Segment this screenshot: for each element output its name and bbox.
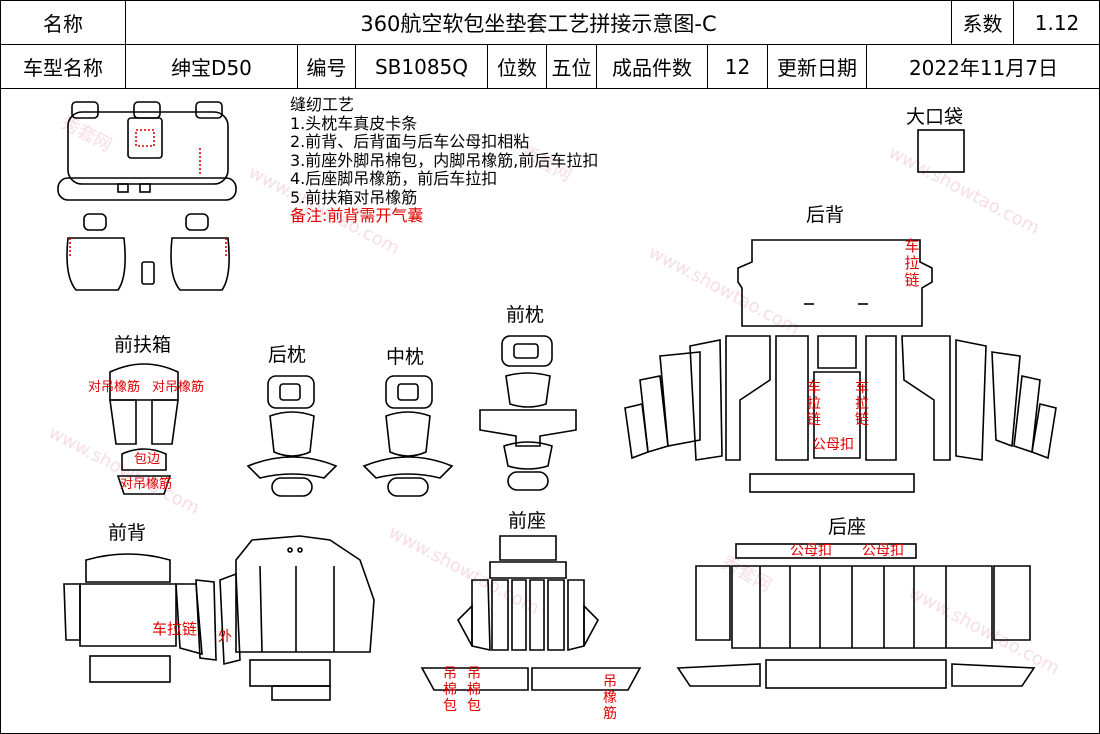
date-value: 2022年11月7日 (866, 44, 1100, 89)
annotation-elastic-right: 对吊橡筋 (152, 380, 205, 395)
page-title: 360航空软包坐垫套工艺拼接示意图-C (125, 0, 952, 45)
annotation-cotton-bag-left: 吊棉包 (443, 666, 457, 714)
label-middle-headrest: 中枕 (386, 346, 425, 368)
annotation-cotton-bag-right: 吊棉包 (467, 666, 481, 714)
label-pieces: 成品件数 (596, 44, 708, 89)
label-front-back: 前背 (108, 522, 147, 544)
label-rear-seat: 后座 (828, 516, 867, 538)
rear-seat-pattern (676, 543, 1036, 689)
annotation-hang-elastic-armrest: 对吊橡筋 (120, 477, 173, 492)
rear-headrest-pattern (246, 375, 338, 497)
middle-headrest-pattern (362, 375, 454, 497)
annotation-buckle-rear-seat-right: 公母扣 (862, 543, 904, 559)
pieces-value: 12 (707, 44, 768, 89)
header-table: 名称 360航空软包坐垫套工艺拼接示意图-C 系数 1.12 车型名称 绅宝D5… (0, 0, 1100, 89)
label-seats: 位数 (487, 44, 547, 89)
label-model: 车型名称 (0, 44, 126, 89)
label-big-pocket: 大口袋 (906, 106, 964, 128)
annotation-outer: 外 (218, 629, 232, 645)
front-back-pattern (63, 535, 375, 701)
code-value: SB1085Q (355, 44, 488, 89)
annotation-zipper-right: 车拉链 (855, 380, 869, 428)
note-item: 1.头枕车真皮卡条 (290, 113, 418, 133)
note-item: 5.前扶箱对吊橡筋 (290, 187, 418, 207)
front-armrest-pattern (109, 363, 179, 495)
annotation-zipper-front-back: 车拉链 (152, 620, 198, 638)
note-item: 4.后座脚吊橡筋，前后车拉扣 (290, 169, 498, 188)
notes-remark: 备注:前背需开气囊 (290, 206, 424, 225)
front-seat-pattern (420, 535, 642, 691)
annotation-buckle-rear-seat-left: 公母扣 (790, 543, 832, 559)
annotation-zipper-rear-back: 车拉链 (904, 237, 920, 289)
rear-back-pattern (624, 239, 1057, 493)
note-item: 3.前座外脚吊棉包，内脚吊橡筋,前后车拉扣 (290, 150, 599, 170)
seat-overview-diagram (57, 101, 237, 291)
sewing-notes: 缝纫工艺 1.头枕车真皮卡条 2.前背、后背面与后车公母扣相粘 3.前座外脚吊棉… (290, 95, 599, 226)
annotation-elastic-left: 对吊橡筋 (88, 380, 141, 395)
model-value: 绅宝D50 (125, 44, 298, 89)
label-front-armrest: 前扶箱 (114, 334, 172, 356)
label-code: 编号 (297, 44, 356, 89)
label-rear-headrest: 后枕 (268, 344, 307, 366)
seats-value: 五位 (546, 44, 597, 89)
annotation-hang-elastic-seat: 吊橡筋 (603, 674, 617, 722)
big-pocket-shape (917, 129, 965, 173)
annotation-hem: 包边 (134, 452, 161, 467)
notes-heading: 缝纫工艺 (290, 95, 355, 114)
note-item: 2.前背、后背面与后车公母扣相粘 (290, 132, 530, 151)
coef-value: 1.12 (1013, 0, 1100, 45)
label-rear-back: 后背 (806, 204, 845, 226)
label-front-seat: 前座 (508, 510, 547, 532)
front-headrest-pattern (479, 335, 577, 491)
annotation-buckle-rear-back: 公母扣 (812, 437, 854, 453)
label-date: 更新日期 (767, 44, 867, 89)
annotation-zipper-left: 车拉链 (807, 380, 821, 428)
label-front-headrest: 前枕 (506, 304, 545, 326)
